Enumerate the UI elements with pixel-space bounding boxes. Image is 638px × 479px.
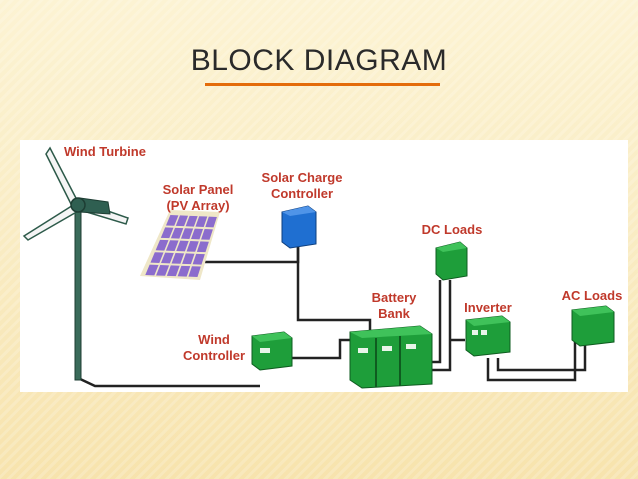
battery-bank-label: Battery Bank: [371, 290, 417, 321]
solar-cell: [145, 264, 159, 276]
solar-cell: [192, 253, 205, 265]
wire-wind-controller-to-battery: [288, 338, 358, 360]
diagram-canvas: [22, 146, 615, 389]
solar-panel-icon: [140, 210, 220, 280]
solar-cell: [205, 216, 217, 228]
solar-cell: [176, 240, 189, 252]
solar-cell: [186, 241, 199, 252]
solar-cell: [166, 215, 179, 226]
inverter-box: [465, 315, 511, 357]
solar-charge-controller-label: Solar Charge Controller: [261, 170, 343, 201]
solar-cell: [185, 215, 198, 227]
solar-cell: [196, 241, 209, 253]
ac-loads-label: AC Loads: [561, 288, 623, 303]
solar-cell: [201, 229, 213, 240]
solar-panel-label: Solar Panel (PV Array): [162, 182, 234, 213]
solar-cell: [161, 252, 174, 264]
wire-turbine-to-wind-controller: [77, 376, 260, 388]
dc-loads-label: DC Loads: [421, 222, 483, 237]
wind-turbine-label: Wind Turbine: [64, 144, 146, 159]
wind-turbine-icon: [22, 146, 129, 381]
title-underline: [205, 83, 440, 86]
wire-inverter-to-ac-loads: [486, 340, 577, 382]
dc-loads-box: [435, 241, 468, 281]
solar-cell: [171, 253, 185, 264]
solar-cell: [180, 228, 194, 239]
solar-cell: [188, 266, 201, 277]
wind-controller-box: [251, 331, 293, 371]
wire-solar-panel-to-charge-controller: [205, 242, 300, 264]
solar-cell: [150, 252, 164, 263]
solar-cell: [160, 227, 174, 239]
ac-loads-box: [571, 305, 615, 347]
wire-inverter-to-ac-loads-2: [496, 340, 587, 372]
wire-battery-to-dc-loads: [430, 280, 442, 364]
wire-battery-to-dc-loads-2: [430, 280, 452, 372]
solar-cell: [191, 228, 204, 240]
solar-cell: [156, 265, 170, 276]
charge-controller-box: [281, 205, 317, 249]
block-diagram: Wind Turbine Solar Panel (PV Array) Sola…: [20, 140, 628, 392]
wire-charge-controller-to-battery: [296, 242, 372, 330]
wind-controller-label: Wind Controller: [182, 332, 246, 363]
solar-cell: [170, 227, 184, 239]
solar-cell: [175, 215, 189, 227]
solar-cell: [155, 239, 169, 251]
solar-cell: [177, 265, 191, 277]
solar-cell: [195, 216, 208, 227]
solar-cell: [165, 240, 179, 251]
battery-bank-icon: [349, 325, 433, 389]
wires: [77, 242, 587, 388]
inverter-label: Inverter: [464, 300, 512, 315]
solar-cell: [182, 253, 195, 265]
solar-cell: [166, 265, 180, 277]
slide-title: BLOCK DIAGRAM: [190, 44, 448, 77]
